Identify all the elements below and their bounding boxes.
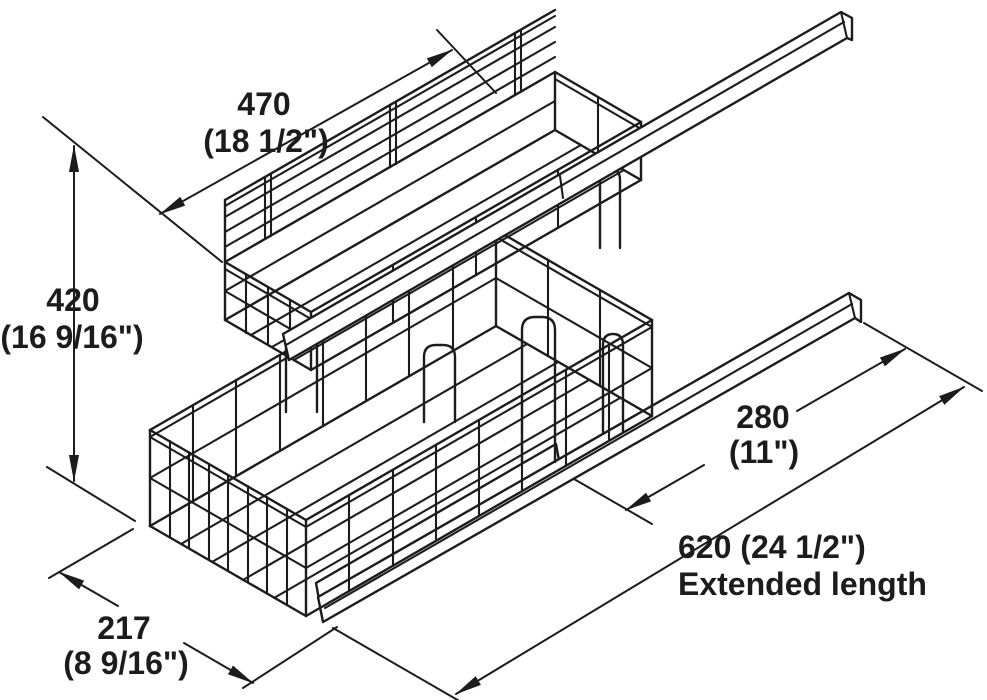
dim-line-217-right [183, 642, 254, 684]
ext-line-rail-back [332, 627, 460, 700]
lower-rail-end-cap [847, 291, 857, 320]
label-runner-metric: 280 [736, 399, 789, 435]
ext-line-depth-far [242, 626, 338, 689]
label-depth-metric: 217 [97, 610, 150, 646]
label-extended-metric: 620 (24 1/2") [678, 529, 866, 565]
label-extended-caption: Extended length [678, 566, 927, 602]
ext-line-top-left [42, 116, 223, 263]
upper-rail-seam [558, 174, 565, 200]
label-height-imperial: (16 9/16") [0, 319, 143, 355]
upper-rail-bar [281, 10, 854, 362]
ext-line-top-right [436, 29, 497, 94]
label-length-metric: 470 [237, 86, 290, 122]
dim-line-280-left [625, 464, 705, 511]
dim-line-217-left [58, 571, 119, 607]
hanger-loop-3 [520, 315, 557, 464]
dimension-lines [42, 29, 983, 700]
dim-line-470 [159, 49, 453, 215]
label-length-imperial: (18 1/2") [203, 123, 328, 159]
label-depth-imperial: (8 9/16") [63, 645, 188, 681]
ext-line-depth-near [48, 528, 134, 579]
lower-basket-far-wall [148, 228, 498, 528]
dimension-labels: 470 (18 1/2") 420 (16 9/16") 280 (11") 6… [0, 86, 927, 681]
upper-rail-bevel-line [284, 20, 846, 347]
lower-rail-hanger-loop [601, 332, 625, 434]
label-height-metric: 420 [46, 282, 99, 318]
ext-line-rail-end [863, 322, 983, 392]
upper-rail [281, 10, 854, 362]
dim-line-620 [455, 386, 965, 695]
dim-line-280-right [796, 348, 906, 412]
lower-basket-left-grid-wall [148, 428, 308, 618]
upper-rail-hanger-loop [598, 167, 622, 250]
upper-tray-right-wall [553, 70, 643, 182]
upper-rail-end-cap [839, 10, 849, 40]
ext-line-mid-left [46, 466, 136, 522]
hanger-loop-2 [422, 343, 457, 424]
label-runner-imperial: (11") [729, 434, 799, 470]
